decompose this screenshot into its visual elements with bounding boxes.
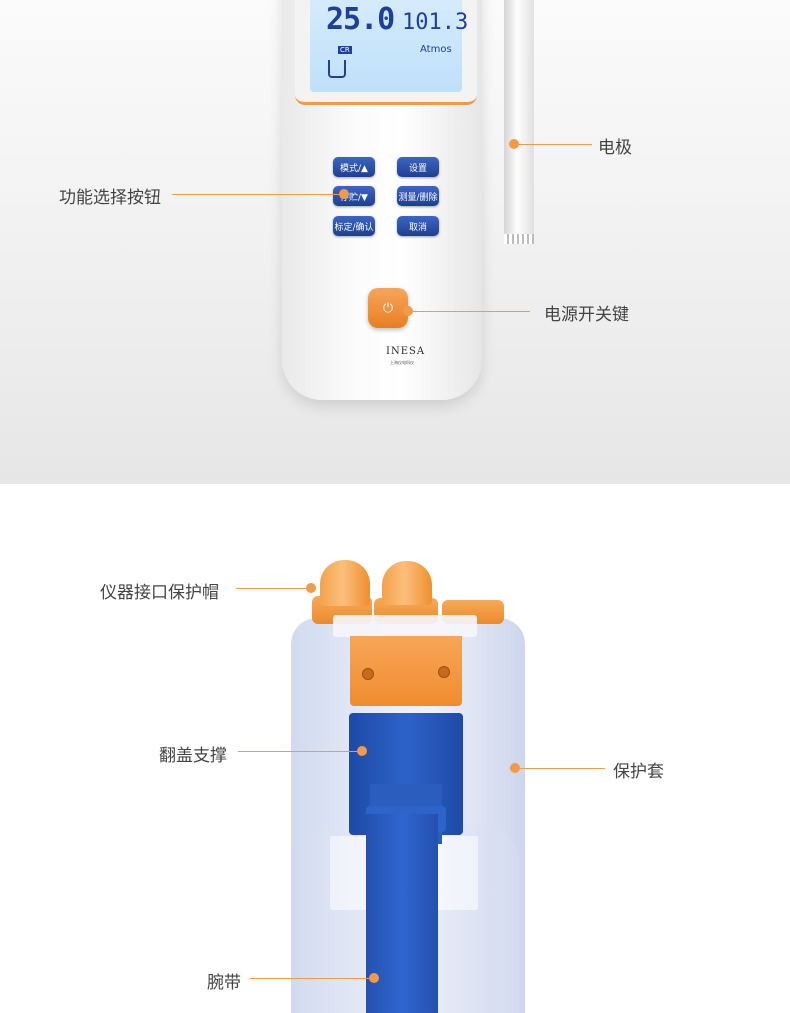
product-photo-front: 25.0 101.3 Atmos CR 模式/▲ 设置 存贮/▼ 测量/删除 标… xyxy=(0,0,790,484)
wrist-strap xyxy=(366,814,438,1013)
power-button: ⏻ xyxy=(368,288,408,328)
screw-left xyxy=(362,668,374,680)
label-interface-cap: 仪器接口保护帽 xyxy=(100,583,219,603)
label-function-buttons: 功能选择按钮 xyxy=(59,188,161,208)
callout-line-flip-stand xyxy=(238,751,360,752)
interface-cap-1 xyxy=(320,560,370,606)
callout-line-wrist-strap xyxy=(250,978,370,979)
label-flip-stand: 翻盖支撑 xyxy=(159,746,227,766)
screw-right xyxy=(438,666,450,678)
callout-dot-wrist-strap xyxy=(369,973,379,983)
cancel-button: 取消 xyxy=(397,216,439,236)
electrode-tip xyxy=(504,234,534,244)
callout-line-power xyxy=(408,311,530,312)
callout-dot-flip-stand xyxy=(357,746,367,756)
brand-logo: INESA xyxy=(386,346,426,357)
label-power-switch: 电源开关键 xyxy=(544,305,629,325)
power-icon: ⏻ xyxy=(382,300,394,316)
brand-subtitle: 上海仪电科仪 xyxy=(390,360,414,365)
lcd-mode-indicator: CR xyxy=(338,46,352,54)
label-electrode: 电极 xyxy=(598,138,632,158)
callout-line-function-buttons xyxy=(172,194,344,195)
mode-up-button: 模式/▲ xyxy=(333,157,375,177)
label-protective-case: 保护套 xyxy=(613,762,664,782)
callout-line-interface-cap xyxy=(236,588,310,589)
callout-dot-function-buttons xyxy=(339,189,349,199)
settings-button: 设置 xyxy=(397,157,439,177)
lcd-secondary-value: 101.3 xyxy=(402,10,469,35)
electrode xyxy=(504,0,534,244)
measure-delete-button: 测量/删除 xyxy=(397,186,439,206)
calibrate-confirm-button: 标定/确认 xyxy=(333,216,375,236)
callout-line-protective-case xyxy=(515,768,605,769)
lcd-unit: Atmos xyxy=(420,44,452,55)
callout-dot-interface-cap xyxy=(306,583,316,593)
hinge-plate xyxy=(350,636,462,706)
beaker-icon xyxy=(328,60,346,78)
belt-clip xyxy=(333,615,477,637)
interface-cap-2 xyxy=(382,561,432,605)
label-wrist-strap: 腕带 xyxy=(207,973,241,993)
product-photo-back: 仪器接口保护帽 翻盖支撑 保护套 腕带 xyxy=(0,484,790,1013)
callout-line-electrode xyxy=(514,144,592,145)
lcd-main-value: 25.0 xyxy=(326,2,395,37)
lcd-display: 25.0 101.3 Atmos CR xyxy=(310,0,468,92)
